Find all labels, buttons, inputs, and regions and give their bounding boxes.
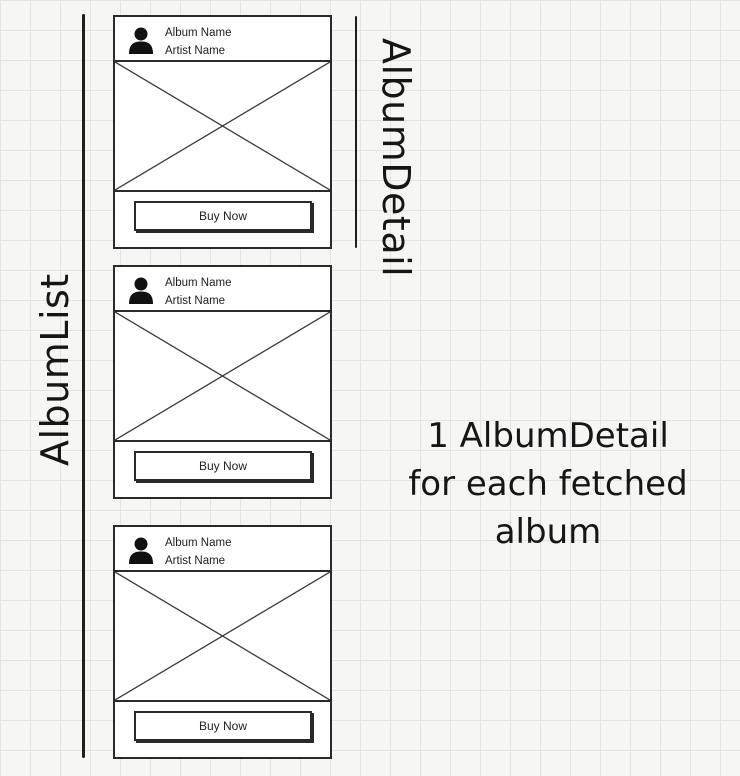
buy-now-button[interactable]: Buy Now (134, 711, 312, 741)
card-header: Album Name Artist Name (115, 527, 330, 572)
image-placeholder-icon (115, 62, 330, 192)
album-list-bracket (82, 14, 85, 758)
buy-now-button[interactable]: Buy Now (134, 201, 312, 231)
user-icon (129, 537, 153, 564)
caption-line: 1 AlbumDetail (427, 416, 669, 456)
artist-name: Artist Name (165, 295, 226, 307)
album-detail-card: Album Name Artist Name Buy Now (113, 525, 332, 759)
album-detail-label: AlbumDetail (374, 38, 418, 278)
card-header: Album Name Artist Name (115, 17, 330, 62)
caption-line: for each fetched (408, 464, 688, 504)
user-icon (129, 27, 153, 54)
album-detail-card: Album Name Artist Name Buy Now (113, 265, 332, 499)
album-name: Album Name (165, 277, 232, 289)
album-name: Album Name (165, 537, 232, 549)
artist-name: Artist Name (165, 45, 226, 57)
image-placeholder-icon (115, 572, 330, 702)
artist-name: Artist Name (165, 555, 226, 567)
album-name: Album Name (165, 27, 232, 39)
image-placeholder-icon (115, 312, 330, 442)
caption: 1 AlbumDetail for each fetched album (378, 412, 718, 556)
album-list-label: AlbumList (33, 273, 77, 466)
buy-now-button[interactable]: Buy Now (134, 451, 312, 481)
album-detail-bracket (355, 16, 357, 248)
album-detail-card: Album Name Artist Name Buy Now (113, 15, 332, 249)
card-header: Album Name Artist Name (115, 267, 330, 312)
caption-line: album (494, 512, 602, 552)
user-icon (129, 277, 153, 304)
